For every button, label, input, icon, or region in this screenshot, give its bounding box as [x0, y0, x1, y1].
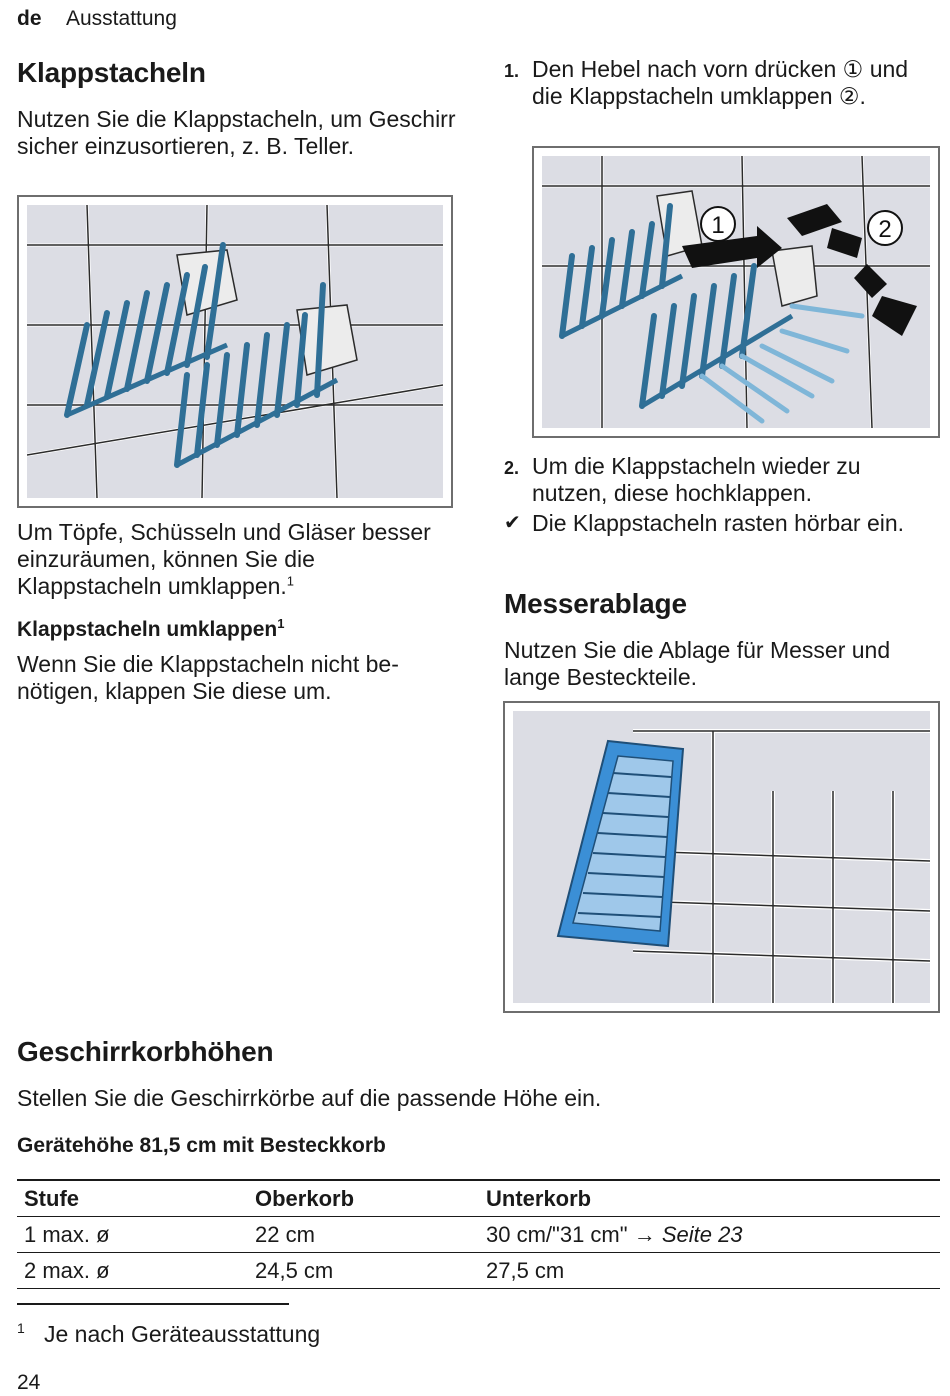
knife-tray-illustration	[513, 711, 930, 1003]
callout-2	[867, 210, 903, 246]
rack-tines-illustration	[27, 205, 443, 498]
geschirrkorb-text: Stellen Sie die Geschirrkörbe auf die pa…	[17, 1085, 602, 1111]
fold-tines-illustration: 1 2	[542, 156, 930, 428]
cell-oberkorb: 22 cm	[248, 1216, 479, 1253]
footnote-mark: 1	[17, 1320, 25, 1336]
step-2: 2. Um die Klappstacheln wieder zu nutzen…	[504, 453, 934, 507]
geschirrkorb-title: Geschirrkorbhöhen	[17, 1036, 274, 1067]
arrow-right-icon: →	[633, 1221, 656, 1247]
klappstacheln-title: Klappstacheln	[17, 57, 206, 88]
step-1: 1. Den Hebel nach vorn drücken ① und die…	[504, 56, 934, 110]
checkmark-icon: ✔	[504, 512, 521, 534]
callout-1	[700, 206, 736, 242]
cell-oberkorb: 24,5 cm	[248, 1252, 479, 1289]
cell-stufe: 2 max. ø	[17, 1252, 248, 1289]
callout-1-label: 1	[711, 212, 724, 239]
push-arrow	[682, 226, 782, 268]
step-result: ✔ Die Klappstacheln rasten hörbar ein.	[504, 510, 934, 537]
messerablage-title: Messerablage	[504, 588, 687, 619]
messerablage-text: Nutzen Sie die Ablage für Messer und lan…	[504, 637, 891, 690]
messerablage-figure	[503, 701, 940, 1013]
table-row: 1 max. ø 22 cm 30 cm/"31 cm" → Seite 23	[17, 1216, 940, 1253]
column-header: Unterkorb	[479, 1179, 940, 1217]
umklappen-text: Wenn Sie die Klappstacheln nicht be­nöti…	[17, 651, 399, 704]
result-text: Die Klappstacheln rasten hörbar ein.	[532, 510, 905, 536]
language-tag: de	[17, 7, 42, 30]
fold-tines-figure: 1 2	[532, 146, 940, 438]
footnote-text: Je nach Geräteausstattung	[44, 1321, 321, 1347]
fold-arrow	[787, 204, 917, 336]
table-header-row: Stufe Oberkorb Unterkorb	[17, 1179, 940, 1217]
column-header: Stufe	[17, 1179, 248, 1217]
page-number: 24	[17, 1371, 41, 1394]
klappstacheln-figure	[17, 195, 453, 508]
footnote-divider	[17, 1303, 289, 1305]
klappstacheln-intro: Nutzen Sie die Klappstacheln, um Geschir…	[17, 106, 456, 159]
table-title: Gerätehöhe 81,5 cm mit Besteckkorb	[17, 1134, 386, 1157]
step-number: 1.	[504, 61, 520, 81]
step-number: 2.	[504, 458, 520, 478]
umklappen-subtitle-text: Klappstacheln umklappen	[17, 618, 278, 641]
section-name: Ausstattung	[66, 7, 177, 30]
klappstacheln-note-text: Um Töpfe, Schüsseln und Gläser besser ei…	[17, 519, 431, 599]
umklappen-subtitle: Klappstacheln umklappen1	[17, 616, 285, 642]
cell-stufe: 1 max. ø	[17, 1216, 248, 1253]
column-header: Oberkorb	[248, 1179, 479, 1217]
footnote-reference: 1	[286, 573, 295, 589]
cell-unterkorb: 27,5 cm	[479, 1252, 940, 1289]
callout-2-label: 2	[878, 216, 891, 243]
page-reference-link[interactable]: Seite 23	[661, 1221, 743, 1247]
unterkorb-value: 30 cm/"31 cm"	[486, 1221, 628, 1247]
cell-unterkorb: 30 cm/"31 cm" → Seite 23	[479, 1216, 940, 1253]
basket-height-table: Stufe Oberkorb Unterkorb 1 max. ø 22 cm …	[17, 1179, 940, 1289]
step-text: Den Hebel nach vorn drücken ① und die Kl…	[532, 56, 909, 109]
klappstacheln-note: Um Töpfe, Schüsseln und Gläser besser ei…	[17, 519, 457, 600]
table-row: 2 max. ø 24,5 cm 27,5 cm	[17, 1252, 940, 1289]
footnote-reference: 1	[277, 616, 285, 631]
step-text: Um die Klappstacheln wieder zu nutzen, d…	[532, 453, 861, 506]
